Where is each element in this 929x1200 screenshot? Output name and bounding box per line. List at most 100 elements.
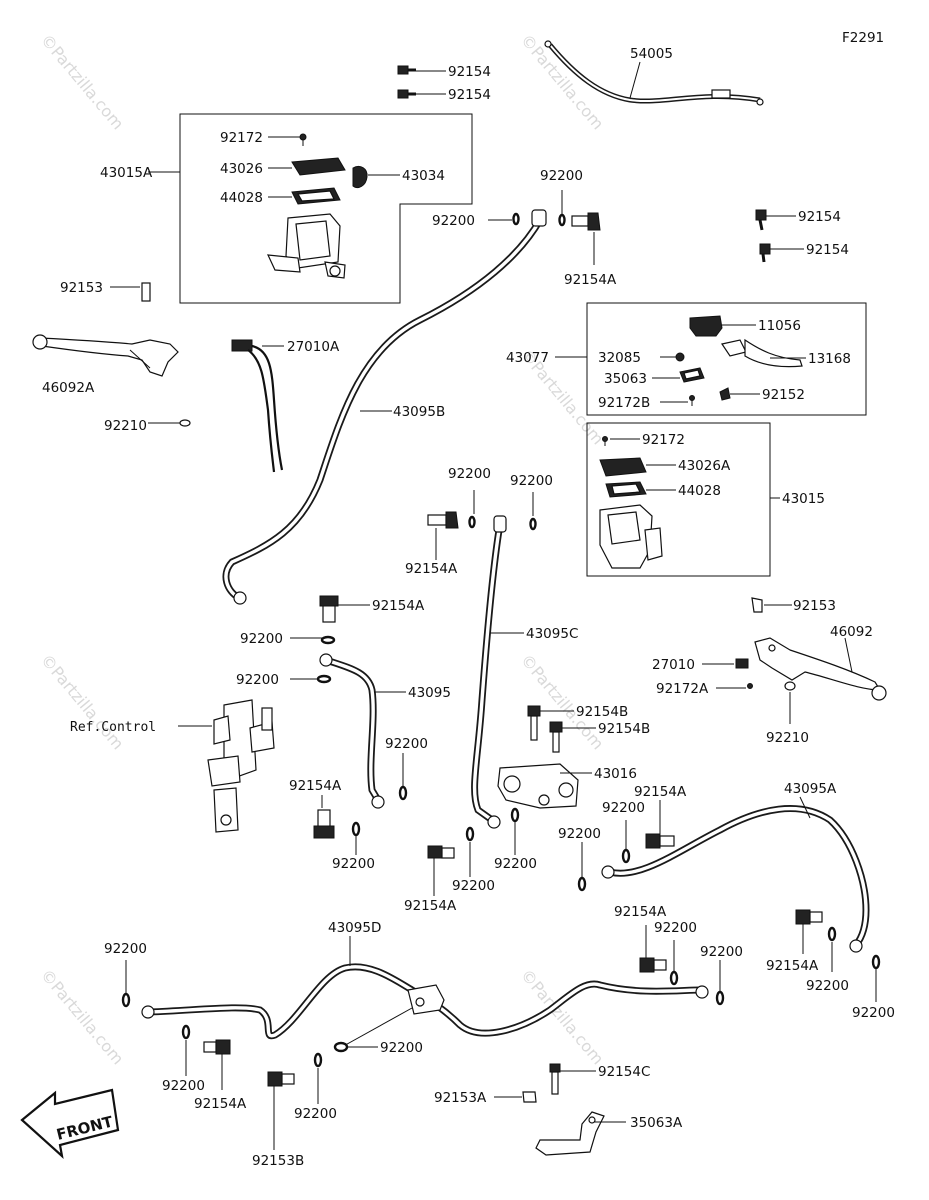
label-92200-q: 92200 xyxy=(806,978,849,994)
label-92154A-c: 92154A xyxy=(372,598,425,614)
label-92154A-e: 92154A xyxy=(404,898,457,914)
hose-43095D xyxy=(141,936,709,1049)
label-92210-left: 92210 xyxy=(104,418,147,434)
label-92200-b: 92200 xyxy=(540,168,583,184)
lever-switch-parts xyxy=(652,315,806,406)
ref-control-label: Ref.Control xyxy=(70,720,156,735)
label-43095D: 43095D xyxy=(328,920,381,936)
label-92200-o: 92200 xyxy=(700,944,743,960)
banjo-fittings-bottom xyxy=(121,925,725,1150)
label-43026A: 43026A xyxy=(678,458,731,474)
label-92200-s: 92200 xyxy=(162,1078,205,1094)
label-43015: 43015 xyxy=(782,491,825,507)
joint-43016 xyxy=(497,763,592,809)
banjo-fittings-lower-left xyxy=(313,753,408,855)
watermark: ©Partzilla.com xyxy=(37,30,128,133)
watermark: ©Partzilla.com xyxy=(37,650,128,753)
label-92200-f: 92200 xyxy=(236,672,279,688)
label-43015A: 43015A xyxy=(100,165,153,181)
label-92200-r: 92200 xyxy=(852,1005,895,1021)
label-92154A-h: 92154A xyxy=(766,958,819,974)
kit-box-43015 xyxy=(586,422,771,577)
label-92172A: 92172A xyxy=(656,681,709,697)
hose-43095A xyxy=(601,796,870,953)
label-92200-j: 92200 xyxy=(452,878,495,894)
label-92200-t: 92200 xyxy=(294,1106,337,1122)
kit-box-43015A xyxy=(179,113,473,304)
banjo-fittings-middle xyxy=(427,490,537,560)
label-92154A-i: 92154A xyxy=(194,1096,247,1112)
label-11056: 11056 xyxy=(758,318,801,334)
label-35063: 35063 xyxy=(604,371,647,387)
label-92200-a: 92200 xyxy=(432,213,475,229)
label-46092A: 46092A xyxy=(42,380,95,396)
banjo-fittings-43095 xyxy=(290,595,370,684)
hose-43095 xyxy=(319,653,406,809)
label-92153-left: 92153 xyxy=(60,280,103,296)
bolts-92154B xyxy=(527,705,596,753)
bolt-92154-right xyxy=(755,209,804,263)
label-92154B-1: 92154B xyxy=(576,704,628,720)
figure-code: F2291 xyxy=(842,30,884,46)
label-92153A: 92153A xyxy=(434,1090,487,1106)
label-92200-n: 92200 xyxy=(654,920,697,936)
label-92152: 92152 xyxy=(762,387,805,403)
label-92200-i: 92200 xyxy=(494,856,537,872)
master-cylinder-right xyxy=(599,436,676,569)
label-92172-top: 92172 xyxy=(220,130,263,146)
label-92154-r2: 92154 xyxy=(806,242,849,258)
label-92153-right: 92153 xyxy=(793,598,836,614)
label-43095: 43095 xyxy=(408,685,451,701)
label-43026: 43026 xyxy=(220,161,263,177)
label-35063A: 35063A xyxy=(630,1115,683,1131)
label-43095C: 43095C xyxy=(526,626,578,642)
master-cylinder-top xyxy=(267,133,400,279)
label-46092: 46092 xyxy=(830,624,873,640)
label-43095A: 43095A xyxy=(784,781,837,797)
label-27010: 27010 xyxy=(652,657,695,673)
label-92200-e: 92200 xyxy=(240,631,283,647)
bracket-35063A xyxy=(494,1063,626,1156)
label-92154A-d: 92154A xyxy=(289,778,342,794)
label-92154A-a: 92154A xyxy=(564,272,617,288)
collar-92210-left xyxy=(148,419,191,427)
label-92154A-g: 92154A xyxy=(614,904,667,920)
hose-43095C xyxy=(471,515,524,829)
label-92200-u: 92200 xyxy=(380,1040,423,1056)
label-92154A-b: 92154A xyxy=(405,561,458,577)
label-43016: 43016 xyxy=(594,766,637,782)
label-92172-b: 92172 xyxy=(642,432,685,448)
banjo-fittings-right xyxy=(577,800,881,1002)
label-54005: 54005 xyxy=(630,46,673,62)
label-43077: 43077 xyxy=(506,350,549,366)
label-92200-k: 92200 xyxy=(602,800,645,816)
pin-92153-left xyxy=(110,282,151,302)
bolt-92154 xyxy=(397,65,446,99)
lever-46092 xyxy=(702,597,887,724)
label-92153B: 92153B xyxy=(252,1153,304,1169)
hose-43095B xyxy=(222,209,547,605)
cable-54005 xyxy=(544,40,764,106)
label-92200-h: 92200 xyxy=(332,856,375,872)
label-92210-right: 92210 xyxy=(766,730,809,746)
label-92200-g: 92200 xyxy=(385,736,428,752)
label-43034: 43034 xyxy=(402,168,445,184)
banjo-fittings-upper xyxy=(488,190,601,265)
label-44028-b: 44028 xyxy=(678,483,721,499)
label-92200-d: 92200 xyxy=(510,473,553,489)
label-92172B: 92172B xyxy=(598,395,650,411)
label-13168: 13168 xyxy=(808,351,851,367)
label-92200-l: 92200 xyxy=(558,826,601,842)
banjo-fittings-center xyxy=(427,807,520,896)
label-92200-m: 92200 xyxy=(104,941,147,957)
lever-46092A xyxy=(32,334,179,377)
label-92200-c: 92200 xyxy=(448,466,491,482)
label-32085: 32085 xyxy=(598,350,641,366)
watermark: ©Partzilla.com xyxy=(517,30,608,133)
watermarks: ©Partzilla.com ©Partzilla.com ©Partzilla… xyxy=(37,30,608,1068)
front-arrow-icon: FRONT xyxy=(20,1088,120,1159)
rear-master-cylinder xyxy=(178,699,275,833)
label-92154-top1: 92154 xyxy=(448,64,491,80)
label-92154-top2: 92154 xyxy=(448,87,491,103)
